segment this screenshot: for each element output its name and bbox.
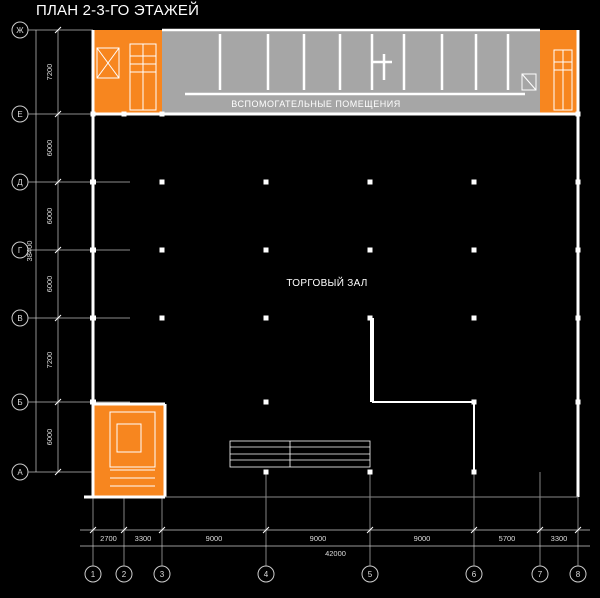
interior-thin-walls: [372, 401, 475, 470]
row-dim-label: 7200: [45, 352, 54, 369]
column: [159, 111, 165, 117]
column: [575, 179, 581, 185]
col-axis-label: 4: [264, 570, 269, 579]
grid-axes: Ж Е Д Г В Б А 1 2 3 4 5 6 7 8: [11, 21, 587, 583]
col-axis-label: 8: [576, 570, 581, 579]
col-dim-label: 3300: [551, 534, 568, 543]
column: [263, 315, 269, 321]
column: [471, 315, 477, 321]
row-axis-label: Ж: [16, 26, 24, 35]
row-axis-label: Д: [17, 178, 23, 187]
column: [367, 315, 373, 321]
column: [159, 179, 165, 185]
trading-hall-label: ТОРГОВЫЙ ЗАЛ: [286, 276, 367, 289]
stair-core-bottom-left: [93, 404, 165, 497]
row-axis-5: В: [11, 309, 130, 327]
row-axis-label: Б: [17, 398, 22, 407]
col-dim-label: 9000: [414, 534, 431, 543]
row-dim-label: 6000: [45, 208, 54, 225]
col-dim-label: 9000: [310, 534, 327, 543]
column: [263, 469, 269, 475]
service-rooms-label: ВСПОМОГАТЕЛЬНЫЕ ПОМЕЩЕНИЯ: [231, 99, 400, 109]
col-axis-label: 7: [538, 570, 543, 579]
column: [90, 399, 96, 405]
column: [121, 111, 127, 117]
structural-columns: [90, 111, 581, 475]
column: [367, 469, 373, 475]
col-axis-label: 6: [472, 570, 477, 579]
column: [367, 247, 373, 253]
row-total-label: 38400: [25, 241, 34, 262]
row-dim-label: 6000: [45, 429, 54, 446]
column: [263, 399, 269, 405]
row-axis-4: Г: [11, 241, 130, 259]
row-dim-label: 7200: [45, 64, 54, 81]
column: [471, 179, 477, 185]
col-axis-label: 5: [368, 570, 373, 579]
column: [90, 179, 96, 185]
col-dim-label: 5700: [499, 534, 516, 543]
row-axis-label: В: [17, 314, 22, 323]
column: [471, 469, 477, 475]
service-partitions: [162, 28, 540, 96]
column: [159, 247, 165, 253]
col-axis-6: 6: [465, 472, 483, 583]
col-axis-label: 2: [122, 570, 127, 579]
col-axis-4: 4: [257, 472, 275, 583]
column: [90, 315, 96, 321]
exterior-walls: [84, 30, 580, 499]
col-axis-label: 1: [91, 570, 96, 579]
row-axis-1: Ж: [11, 21, 93, 39]
row-axis-label: А: [17, 468, 23, 477]
stair-core-top-right-lines: [521, 49, 573, 111]
column: [575, 315, 581, 321]
col-dim-label: 3300: [135, 534, 152, 543]
column: [575, 247, 581, 253]
stair-core-bottom-left-lines: [109, 411, 156, 487]
column: [471, 399, 477, 405]
escalator-block: [229, 440, 371, 468]
column: [90, 111, 96, 117]
col-dim-label: 2700: [100, 534, 117, 543]
row-axis-3: Д: [11, 173, 130, 191]
row-dim-label: 6000: [45, 140, 54, 157]
column: [90, 247, 96, 253]
row-axis-6: Б: [11, 393, 130, 411]
plan-title: ПЛАН 2-3-ГО ЭТАЖЕЙ: [36, 2, 200, 19]
column: [575, 111, 581, 117]
stair-core-top-left-lines: [96, 43, 157, 111]
column: [367, 179, 373, 185]
col-axis-label: 3: [160, 570, 165, 579]
row-dim-label: 6000: [45, 276, 54, 293]
col-dim-label: 9000: [206, 534, 223, 543]
column: [263, 179, 269, 185]
column: [471, 247, 477, 253]
column: [159, 315, 165, 321]
column: [575, 399, 581, 405]
column: [263, 247, 269, 253]
col-total-label: 42000: [325, 549, 346, 558]
row-axis-label: Г: [18, 246, 23, 255]
row-axis-label: Е: [17, 110, 22, 119]
col-axis-7: 7: [531, 472, 549, 583]
col-axis-5: 5: [361, 472, 379, 583]
dimension-lines: 7200 6000 6000 6000 7200 6000 38400 2700 3300 900…: [25, 26, 590, 558]
